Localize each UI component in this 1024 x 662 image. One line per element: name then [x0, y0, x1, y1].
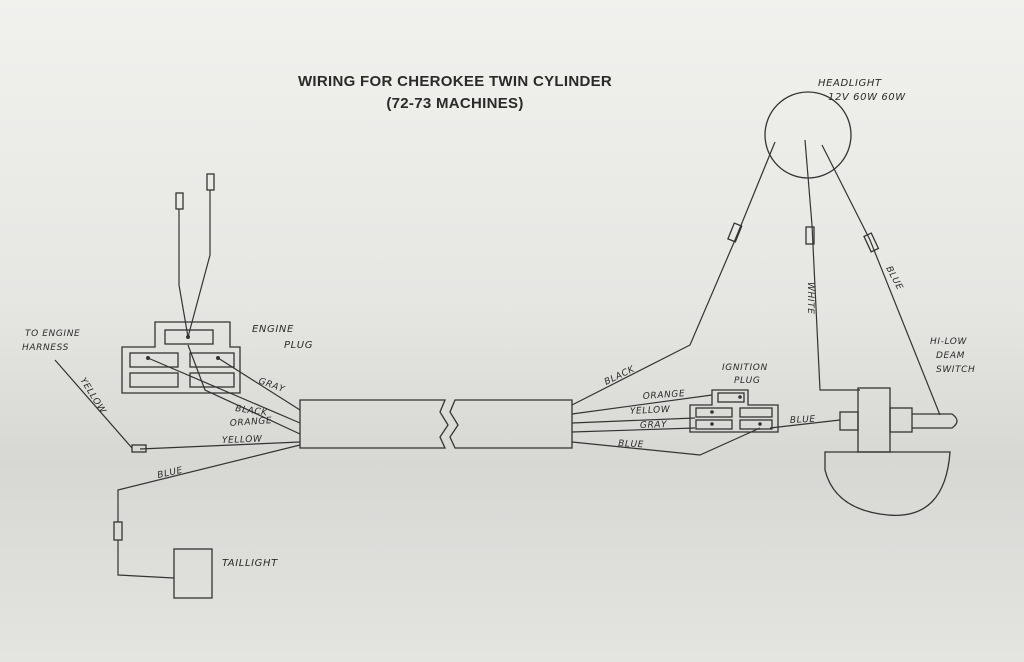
engine-plug-label: ENGINE [252, 324, 294, 335]
wire-label-white-headlight: WHITE [805, 282, 815, 315]
ignition-plug-connector [689, 389, 779, 433]
wire-label-yellow-left: YELLOW [222, 435, 263, 446]
wire-label-blue-tail: BLUE [157, 466, 184, 481]
headlight [764, 91, 941, 416]
hi-low-label-2: DEAM [936, 351, 965, 361]
diagram-subtitle: (72-73 MACHINES) [386, 95, 524, 112]
hi-low-label: HI-LOW [930, 337, 967, 347]
taillight-label: TAILLIGHT [222, 558, 278, 569]
wire-label-blue-headlight: BLUE [883, 265, 904, 293]
hi-low-label-3: SWITCH [936, 365, 975, 375]
harness-tube [299, 399, 573, 449]
diagram-title: WIRING FOR CHEROKEE TWIN CYLINDER [297, 73, 613, 90]
ignition-plug-label-2: PLUG [734, 376, 760, 386]
to-engine-label: TO ENGINE [25, 329, 80, 339]
left-wires [54, 344, 301, 579]
engine-pigtails [175, 173, 215, 338]
engine-plug-label-2: PLUG [284, 340, 313, 351]
wire-label-black-left: BLACK [235, 404, 269, 418]
hi-low-switch [824, 387, 958, 516]
right-wires [571, 141, 841, 456]
engine-plug-connector [121, 321, 241, 394]
wire-label-yellow-harness: YELLOW [77, 376, 107, 416]
wire-label-orange-left: ORANGE [230, 416, 273, 429]
wire-label-gray-right: GRAY [640, 420, 669, 431]
headlight-spec: 12V 60W 60W [828, 92, 906, 103]
wire-label-blue-switch: BLUE [790, 415, 816, 426]
wire-label-orange-right: ORANGE [643, 389, 686, 402]
ignition-plug-label: IGNITION [722, 363, 768, 373]
to-engine-label-2: HARNESS [22, 343, 69, 353]
headlight-label: HEADLIGHT [818, 78, 882, 89]
wire-label-yellow-right: YELLOW [630, 405, 671, 417]
wire-label-black-right: BLACK [603, 364, 637, 387]
taillight-box [173, 548, 213, 599]
wire-label-blue-right: BLUE [618, 439, 644, 450]
